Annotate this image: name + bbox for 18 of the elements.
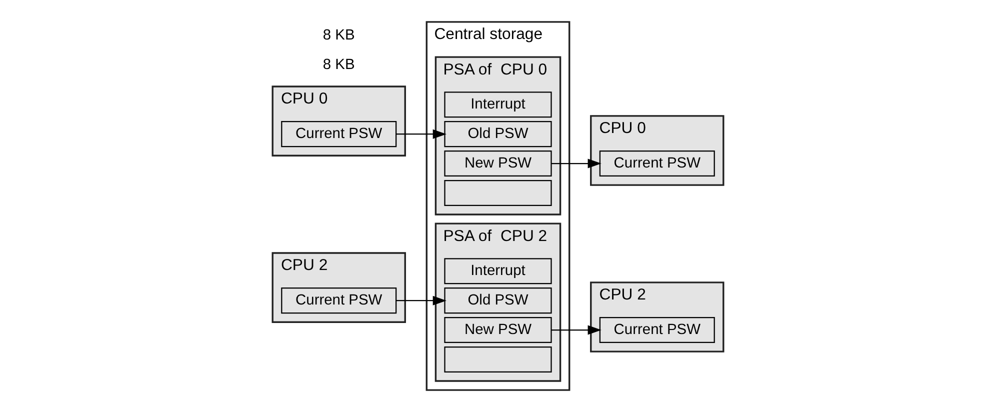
label: 8 KB [322, 56, 354, 73]
node-box: Interrupt [444, 92, 552, 118]
node-box [444, 180, 552, 206]
node-box: Old PSW [444, 288, 552, 314]
node-box: Current PSW [598, 150, 714, 177]
node-box: Old PSW [444, 121, 552, 148]
node-box: Current PSW [598, 317, 714, 344]
arrow [396, 296, 446, 306]
node-box: New PSW [444, 317, 552, 344]
node-box: Current PSW [280, 288, 396, 314]
arrow [396, 129, 446, 139]
node-box: New PSW [444, 150, 552, 177]
node-box: Current PSW [280, 121, 396, 148]
node-box: Interrupt [444, 258, 552, 284]
node-box [444, 346, 552, 372]
arrow [550, 325, 601, 335]
label: 8 KB [322, 27, 354, 44]
arrow [550, 158, 601, 168]
